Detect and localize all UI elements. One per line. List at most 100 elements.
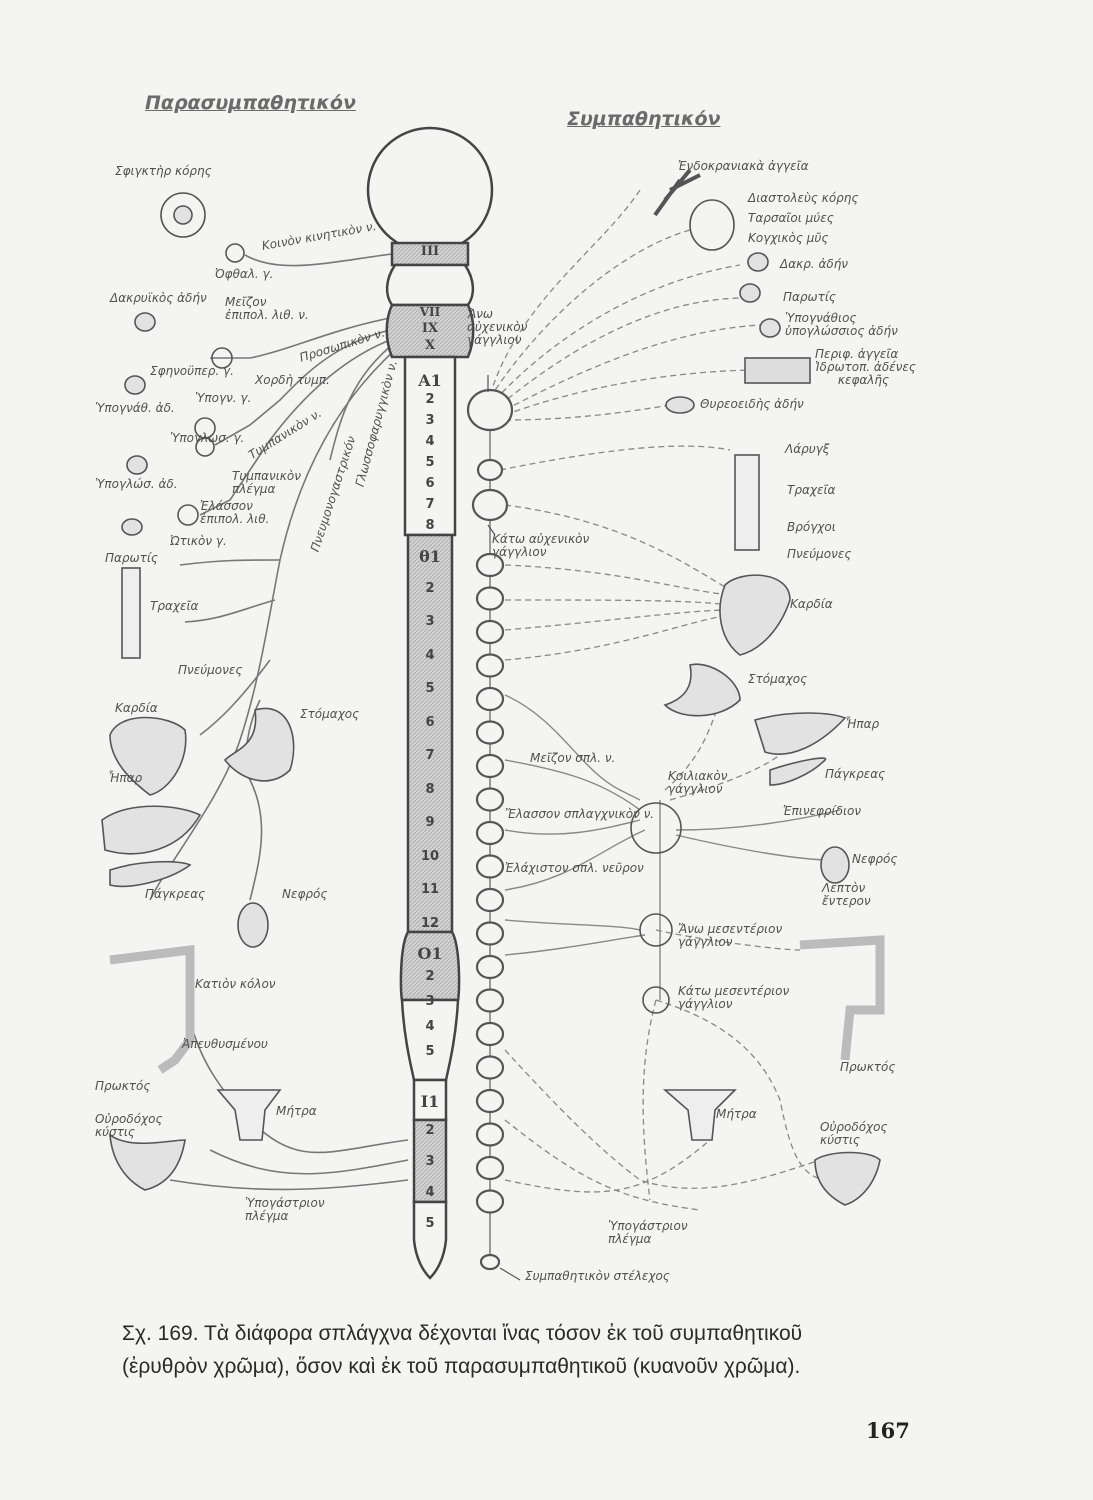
para-trachea-label: Τραχεῖα: [150, 599, 199, 613]
spinal-cord: [366, 126, 494, 1280]
sympathetic-ganglion: [471, 488, 509, 522]
sympathetic-ganglion: [475, 720, 505, 745]
sympathetic-ganglion: [475, 1055, 505, 1080]
spinal-segment-sacral: 3: [425, 1154, 435, 1169]
para-descending-colon-label: Κατιὸν κόλον: [195, 977, 276, 991]
para-parotid-label: Παρωτίς: [105, 551, 158, 565]
spinal-segment-sacral: Ι1: [420, 1092, 440, 1111]
symp-lungs-label: Πνεύμονες: [787, 547, 852, 561]
heart-right: [719, 574, 791, 656]
arrow-trunk: [499, 1267, 521, 1281]
symp-greater-splanchnic-label: Μεῖζον σπλ. ν.: [530, 751, 616, 765]
spinal-segment-thoracic: 3: [425, 614, 435, 629]
sympathetic-nerves: [489, 189, 831, 1211]
sympathetic-ganglion: [466, 388, 514, 432]
uterus-left: [216, 1089, 282, 1141]
stomach-right: [663, 663, 741, 717]
symp-larynx-label: Λάρυγξ: [785, 442, 830, 456]
spinal-segment-lumbar: 2: [425, 969, 435, 984]
kidney-right: [820, 846, 850, 884]
sacral-cord-shaded: [412, 1118, 448, 1204]
sympathetic-ganglion: [475, 1189, 505, 1214]
sympathetic-ganglion: [475, 686, 505, 712]
symp-celiac-label: Κοιλιακὸν γάγγλιον: [668, 769, 728, 797]
symp-lower-cervical-label: Κάτω αὐχενικὸν γάγγλιον: [492, 532, 590, 560]
para-anus-label: Πρωκτός: [95, 1079, 151, 1093]
sympathetic-ganglion: [476, 458, 504, 482]
symp-parotid-label: Παρωτίς: [783, 290, 836, 304]
para-ophthal-g-label: Ὀφθαλ. γ.: [215, 267, 274, 281]
spinal-segment-thoracic: θ1: [419, 547, 441, 566]
symp-bronchi-label: Βρόγχοι: [787, 520, 836, 534]
symp-least-splanchnic-label: Ἐλάχιστον σπλ. νεῦρον: [505, 861, 644, 875]
sympathetic-ganglion: [475, 787, 505, 812]
kidney-left: [237, 902, 269, 948]
para-stomach-label: Στόμαχος: [300, 707, 360, 721]
para-uterus-label: Μήτρα: [276, 1104, 317, 1118]
sympathetic-ganglion: [475, 820, 505, 846]
spinal-segment-thoracic: 8: [425, 781, 435, 797]
para-chorda-label: Χορδὴ τυμπ.: [255, 373, 330, 387]
sympathetic-ganglion: [475, 1021, 505, 1047]
trachea-left: [121, 567, 141, 659]
symp-sup-mesenteric-label: Ἄνω μεσεντέριον γάγγλιον: [678, 922, 783, 950]
spinal-segment-cervical: 2: [425, 392, 435, 407]
spinal-segment-lumbar: Ο1: [417, 944, 443, 963]
segment-X: X: [424, 338, 436, 353]
uterus-right: [662, 1089, 737, 1141]
sympathetic-ganglion: [475, 619, 505, 645]
para-sublingual-g-label: Ὑπογλωσ. γ.: [170, 431, 245, 445]
heart-left: [109, 716, 187, 796]
superior-mesenteric-ganglion: [639, 913, 673, 947]
lacrimal-gland-left: [134, 312, 156, 332]
symp-stomach-label: Στόμαχος: [748, 672, 808, 686]
arrow-lower-cervical: [487, 524, 496, 536]
segment-VII: VII: [419, 305, 441, 319]
organ-drawings: [101, 168, 885, 1281]
page-number: 167: [866, 1418, 910, 1443]
symp-submand-label: Ὑπογνάθιος ὑπογλώσσιος ἀδήν: [785, 311, 898, 339]
celiac-ganglion: [630, 802, 682, 854]
spinal-segment-sacral: 2: [425, 1123, 435, 1138]
bladder-left: [109, 1133, 186, 1191]
colon-left: [109, 944, 195, 1074]
symp-thyroid-label: Θυρεοειδὴς ἀδήν: [700, 397, 804, 411]
trachea-right: [734, 454, 760, 551]
symp-small-intestine-label: Λεπτὸν ἔντερον: [822, 881, 871, 909]
eye-right: [689, 199, 735, 251]
sympathetic-ganglion: [475, 552, 505, 578]
sympathetic-ganglion: [475, 1122, 505, 1147]
symp-trachea-label: Τραχεῖα: [787, 483, 836, 497]
spinal-segment-thoracic: 10: [420, 848, 440, 864]
para-sphincter-label: Σφιγκτὴρ κόρης: [115, 164, 212, 178]
spinal-segment-sacral: 4: [425, 1185, 435, 1200]
para-heart-label: Καρδία: [115, 701, 158, 715]
para-sublingual-gland-label: Ὑπογλώσ. ἀδ.: [95, 477, 178, 491]
symp-vessels-label: Περιφ. ἀγγεῖα Ἱδρωτοπ. ἀδένες κεφαλῆς: [815, 347, 916, 388]
figure-caption-line-1: Σχ. 169. Τὰ διάφορα σπλάγχνα δέχονται ἴν…: [122, 1322, 803, 1345]
para-kidney-label: Νεφρός: [282, 887, 328, 901]
para-liver-label: Ἧπαρ: [108, 771, 143, 785]
liver-right: [753, 712, 847, 755]
sympathetic-ganglion: [475, 854, 505, 879]
para-lesser-petrosal-label: Ἐλάσσον ἐπιπολ. λιθ.: [200, 499, 270, 527]
spinal-segment-cervical: 4: [425, 434, 435, 449]
colon-right: [799, 935, 885, 1061]
para-lungs-label: Πνεύμονες: [178, 663, 243, 677]
symp-inf-mesenteric-label: Κάτω μεσεντέριον γάγγλιον: [678, 984, 790, 1012]
para-submand-gland-label: Ὑπογνάθ. ἀδ.: [95, 401, 175, 415]
symp-lacrimal-label: Δακρ. ἀδήν: [780, 257, 848, 271]
spinal-segment-cervical: A1: [418, 371, 442, 390]
sympathetic-ganglion: [475, 954, 505, 980]
symp-lesser-splanchnic-label: Ἔλασσον σπλαγχνικὸν ν.: [505, 807, 655, 821]
cervical-cord: [403, 355, 457, 537]
spinal-segment-lumbar: 5: [425, 1044, 435, 1059]
symp-trunk-label: Συμπαθητικὸν στέλεχος: [525, 1269, 670, 1283]
spinal-segment-thoracic: 5: [425, 681, 435, 696]
medulla-band: [385, 303, 475, 359]
sympathetic-ganglion: [475, 586, 505, 611]
para-submand-g-label: Ὑπογν. γ.: [195, 391, 252, 405]
para-bladder-label: Οὐροδόχος κύστις: [95, 1112, 163, 1140]
sympathetic-ganglion: [475, 988, 505, 1013]
symp-liver-label: Ἧπαρ: [845, 717, 880, 731]
